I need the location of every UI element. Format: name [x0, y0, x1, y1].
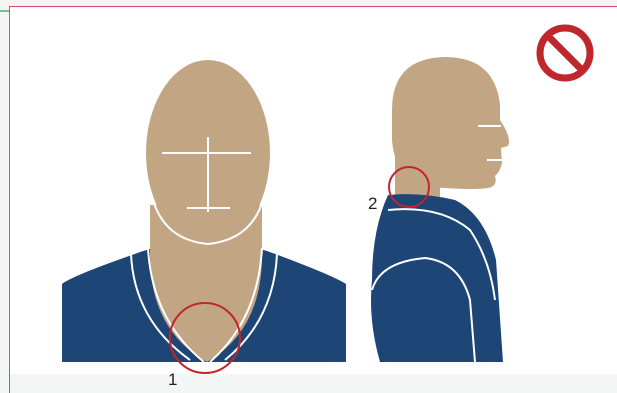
marker-label-1: 1 [168, 370, 177, 389]
profile-head [392, 57, 509, 189]
profile-jacket [371, 194, 503, 362]
profile-figure: 2 [368, 57, 509, 362]
marker-label-2: 2 [368, 194, 377, 213]
prohibition-icon [540, 28, 590, 78]
front-figure: 1 [62, 60, 346, 389]
